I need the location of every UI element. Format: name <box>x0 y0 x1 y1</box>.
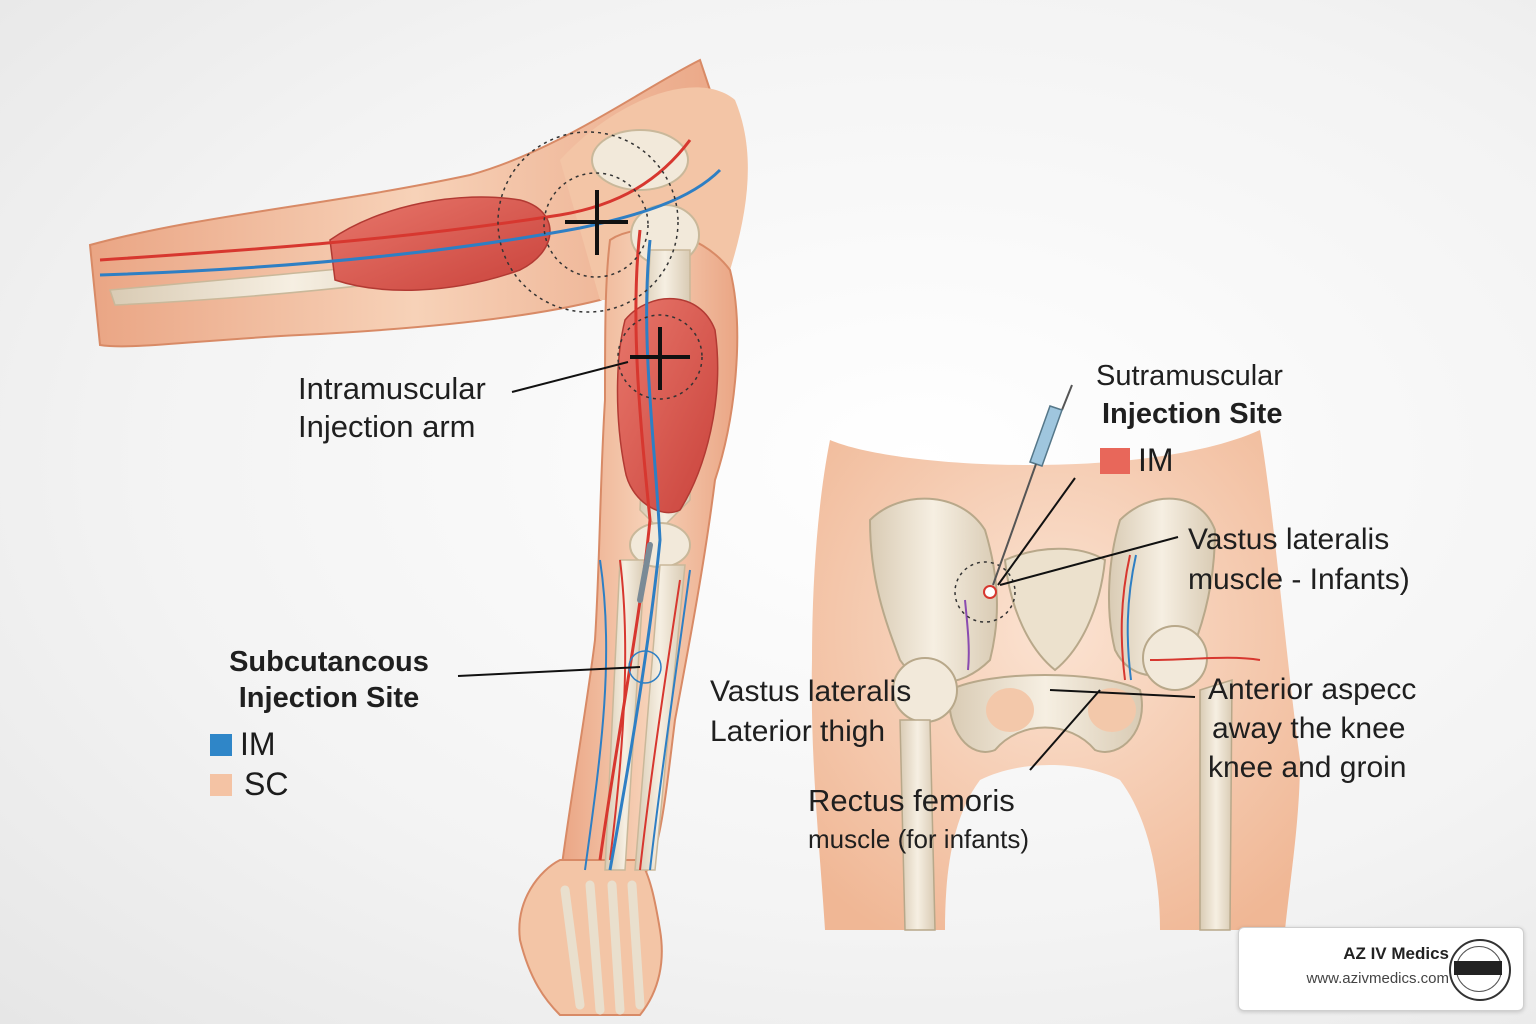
crosshair-upper-arm <box>630 327 690 390</box>
label-line: Vastus lateralis <box>710 675 912 708</box>
sacrum <box>1003 547 1107 672</box>
label-line: knee and groin <box>1208 751 1407 784</box>
legend-left-sc: SC <box>210 766 288 803</box>
legend-label: IM <box>240 726 276 762</box>
legend-left-im: IM <box>210 726 276 763</box>
legend-right-im: IM <box>1100 442 1174 479</box>
label-line: Sutramuscular <box>1096 360 1283 392</box>
label-anterior-aspect: Anterior aspecc away the knee knee and g… <box>1208 670 1416 787</box>
label-rectus-femoris: Rectus femoris muscle (for infants) <box>808 782 1029 858</box>
label-line: Injection Site <box>238 682 420 714</box>
horizontal-biceps <box>329 196 551 291</box>
label-vastus-infants: Vastus lateralis muscle - Infants) <box>1188 520 1410 600</box>
label-line: Laterior thigh <box>710 715 886 748</box>
vertical-biceps <box>616 298 719 514</box>
pelvis-illustration <box>811 384 1300 931</box>
label-line: muscle (for infants) <box>808 824 1030 854</box>
label-line: muscle - Infants) <box>1188 563 1410 596</box>
label-sutramuscular-site: Sutramuscular Injection Site <box>1096 357 1283 433</box>
legend-label: IM <box>1138 442 1174 478</box>
legend-swatch <box>210 733 232 756</box>
label-vastus-thigh: Vastus lateralis Laterior thigh <box>710 672 911 752</box>
syringe-icon <box>992 384 1073 586</box>
brand-seal-logo-icon <box>1449 939 1511 1001</box>
crosshair-shoulder <box>565 190 628 255</box>
label-line: Anterior aspecc <box>1208 673 1417 706</box>
label-line: Rectus femoris <box>808 783 1015 818</box>
label-line: Subcutancous <box>229 646 429 678</box>
artery-arm <box>99 139 692 861</box>
brand-name: AZ IV Medics <box>1343 944 1449 963</box>
vein-arm <box>99 168 722 871</box>
label-intramuscular-arm: Intramuscular Injection arm <box>298 370 486 446</box>
label-line: Intramuscular <box>298 371 486 406</box>
label-line: away the knee <box>1212 712 1406 745</box>
label-subcutaneous-site: Subcutancous Injection Site <box>220 644 438 716</box>
label-line: Vastus lateralis <box>1188 523 1390 556</box>
legend-swatch <box>1100 447 1130 474</box>
pelvis-left-wing <box>868 497 998 684</box>
brand-url[interactable]: www.azivmedics.com <box>1306 970 1449 987</box>
legend-label: SC <box>244 766 289 802</box>
label-line: Injection arm <box>298 409 476 444</box>
legend-swatch <box>210 773 232 796</box>
arm-illustration <box>88 58 748 1016</box>
label-line: Injection Site <box>1102 398 1283 430</box>
brand-badge: AZ IV Medics www.azivmedics.com <box>1238 927 1524 1011</box>
